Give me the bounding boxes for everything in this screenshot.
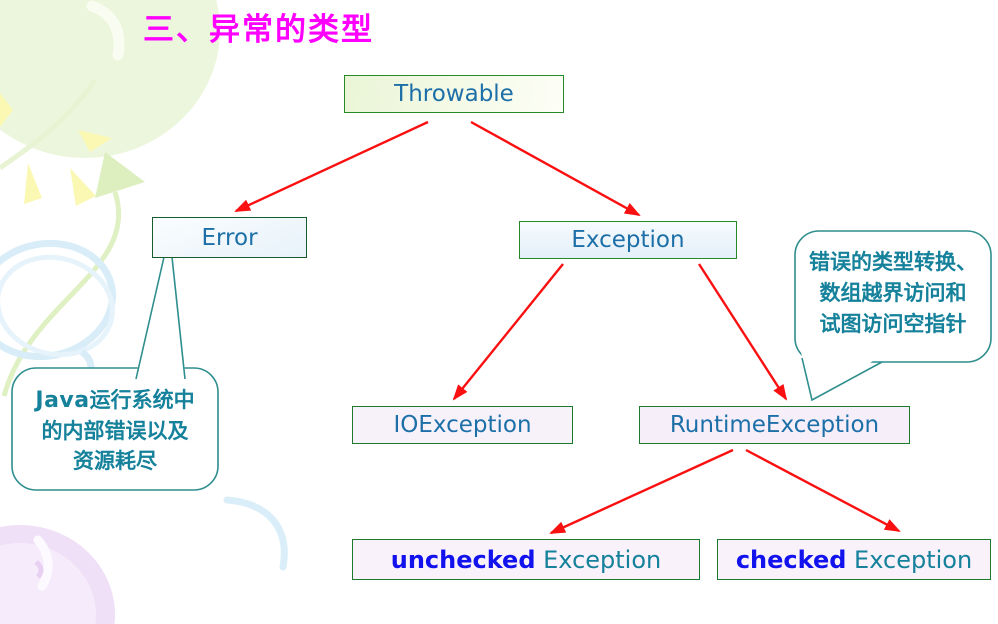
runtime-callout-line1: 错误的类型转换、: [809, 250, 977, 274]
arrow-exception-ioexception: [452, 263, 564, 401]
arrow-throwable-error: [234, 120, 429, 213]
error-callout-bubble: [11, 256, 219, 491]
error-callout-line1: Java运行系统中: [35, 388, 195, 413]
runtime-callout-bubble: [794, 230, 992, 402]
java-keyword: Java: [35, 388, 90, 413]
unchecked-keyword: unchecked: [390, 545, 536, 574]
arrow-runtime-checked: [745, 448, 901, 533]
error-callout-text: Java运行系统中 的内部错误以及 资源耗尽: [12, 385, 218, 476]
checked-exception-label: Exception: [846, 545, 973, 574]
error-callout-line3: 资源耗尽: [73, 449, 157, 473]
unchecked-exception-label: Exception: [535, 545, 662, 574]
arrow-throwable-exception: [470, 120, 641, 217]
node-exception: Exception: [519, 221, 737, 259]
node-throwable: Throwable: [344, 75, 564, 113]
sparkle-decoration: [0, 93, 112, 206]
inheritance-arrows: [234, 120, 901, 535]
arrow-exception-runtimeexception: [697, 263, 788, 401]
node-runtimeexception: RuntimeException: [639, 406, 910, 444]
arrow-runtime-unchecked: [549, 448, 734, 535]
page-title: 三、异常的类型: [143, 12, 374, 48]
runtime-callout-text: 错误的类型转换、 数组越界访问和 试图访问空指针: [796, 247, 990, 340]
runtime-callout-line2: 数组越界访问和: [819, 281, 967, 305]
node-error: Error: [152, 217, 307, 258]
checked-keyword: checked: [735, 545, 847, 574]
green-balloon-decoration: [0, 0, 220, 397]
blue-arc-decoration: [223, 496, 288, 571]
node-unchecked-exception: unchecked Exception: [352, 539, 700, 580]
node-ioexception: IOException: [352, 406, 573, 444]
node-checked-exception: checked Exception: [717, 539, 991, 580]
error-callout-line2: 的内部错误以及: [41, 419, 189, 443]
runtime-callout-line3: 试图访问空指针: [819, 312, 967, 336]
purple-balloon-decoration: [0, 525, 115, 624]
